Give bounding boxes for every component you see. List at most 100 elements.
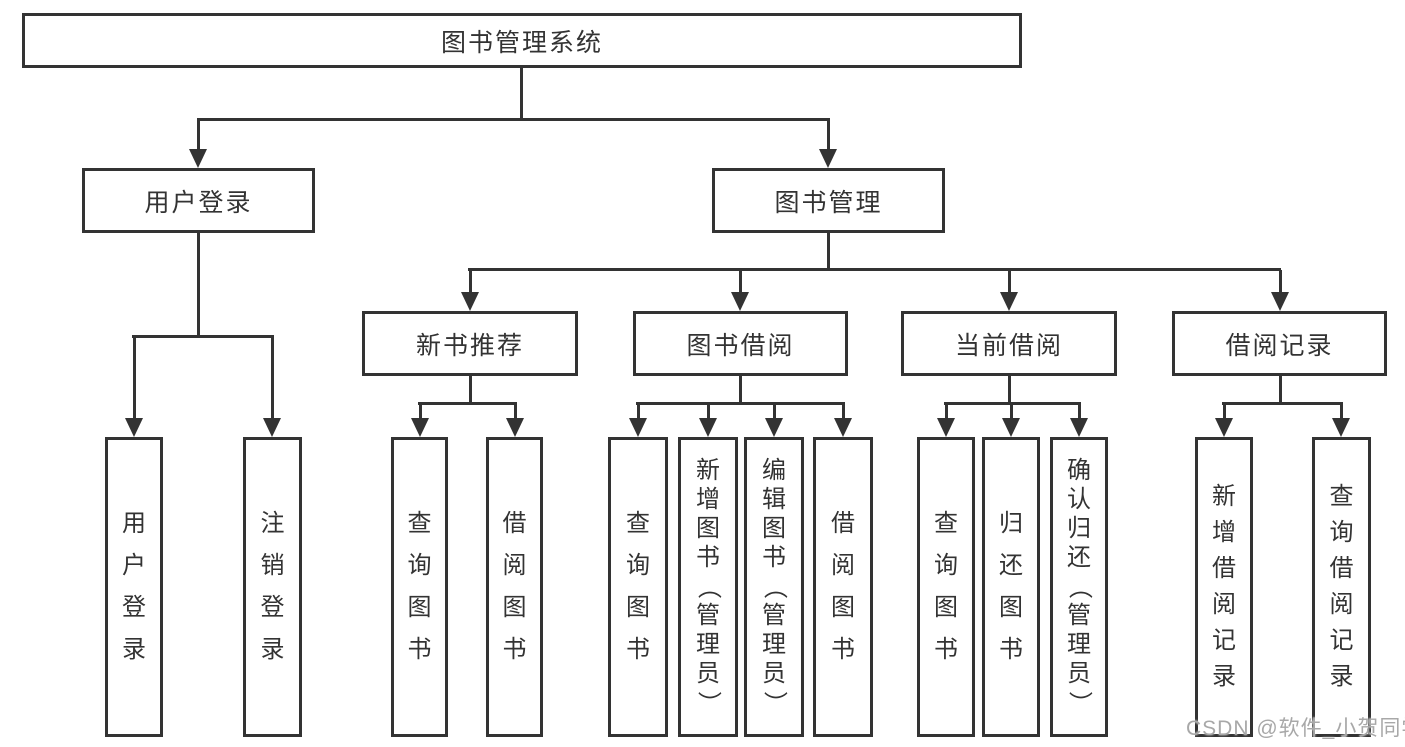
vertical-char: 查 [1329,483,1354,510]
vertical-char: 新 [1212,483,1236,510]
vertical-char: 阅 [1329,591,1354,618]
vertical-char: 查 [934,510,958,537]
vertical-char: 登 [260,594,285,621]
vertical-char: 书 [626,636,650,663]
vertical-char: 归 [1067,515,1091,542]
connector-line [739,376,742,404]
vertical-char: 理 [696,631,720,658]
node-label: 当前借阅 [954,331,1063,360]
vertical-char: 记 [1212,627,1236,654]
connector-line [1222,402,1343,405]
node-user-login: 用户登录 [82,168,315,233]
node-label: 图书管理 [774,188,883,217]
vertical-char: ） [761,691,788,715]
vertical-char: 录 [1212,663,1236,690]
vertical-char: 员 [762,660,786,687]
node-label: 新书推荐 [415,331,524,360]
vertical-char: （ [695,575,722,599]
vertical-char: 录 [122,636,146,663]
vertical-char: 户 [122,552,146,579]
connector-line [827,233,830,270]
vertical-char: 图 [407,594,432,621]
arrowhead-down-icon [411,418,429,437]
connector-line [827,120,830,150]
vertical-char: 增 [696,486,720,513]
connector-line [842,404,845,420]
vertical-char: 录 [260,636,285,663]
vertical-char: 书 [762,544,786,571]
vertical-char: 辑 [762,486,786,513]
vertical-char: 管 [696,602,720,629]
arrowhead-down-icon [1271,292,1289,311]
vertical-char: 图 [696,515,720,542]
vertical-char: 登 [122,594,146,621]
arrowhead-down-icon [125,418,143,437]
connector-line [1340,404,1343,420]
node-book-management: 图书管理 [712,168,945,233]
leaf-add-books-admin: 新增图书（管理员） [678,437,738,737]
leaf-user-login: 用户登录 [105,437,163,737]
vertical-char: 借 [831,510,855,537]
leaf-edit-books-admin: 编辑图书（管理员） [744,437,804,737]
leaf-add-borrow-record: 新增借阅记录 [1195,437,1253,737]
vertical-char: 确 [1067,457,1091,484]
connector-line [468,268,1281,271]
vertical-char: 还 [999,552,1023,579]
vertical-char: 询 [934,552,958,579]
connector-line [271,337,274,419]
leaf-query-borrow-record: 查询借阅记录 [1312,437,1371,737]
arrowhead-down-icon [461,292,479,311]
vertical-char: 书 [502,636,527,663]
vertical-char: 书 [831,636,855,663]
vertical-char: 书 [407,636,432,663]
connector-line [132,335,274,338]
leaf-query-books-borrow: 查询图书 [608,437,668,737]
arrowhead-down-icon [765,418,783,437]
arrowhead-down-icon [263,418,281,437]
connector-line [1279,270,1282,294]
vertical-char: 管 [1067,602,1091,629]
connector-line [418,402,517,405]
vertical-char: 图 [502,594,527,621]
node-new-book-recommend: 新书推荐 [362,311,578,376]
vertical-char: 询 [626,552,650,579]
connector-line [197,233,200,337]
csdn-watermark: CSDN @软件_小贺同学 [1186,717,1405,740]
leaf-borrow-books: 借阅图书 [813,437,873,737]
connector-line [514,404,517,420]
arrowhead-down-icon [189,149,207,168]
leaf-borrow-books-recommend: 借阅图书 [486,437,543,737]
arrowhead-down-icon [1002,418,1020,437]
vertical-char: 录 [1329,663,1354,690]
vertical-char: 询 [1329,519,1354,546]
vertical-char: 借 [502,510,527,537]
connector-line [773,404,776,420]
vertical-char: 注 [260,510,285,537]
vertical-char: 归 [999,510,1023,537]
connector-line [1223,404,1226,420]
leaf-confirm-return-admin: 确认归还（管理员） [1050,437,1108,737]
vertical-char: ） [1066,691,1093,715]
connector-line [944,402,1081,405]
arrowhead-down-icon [834,418,852,437]
connector-line [197,118,830,121]
connector-line [1279,376,1282,404]
vertical-char: 增 [1212,519,1236,546]
connector-line [419,404,422,420]
vertical-char: 查 [626,510,650,537]
arrowhead-down-icon [1332,418,1350,437]
vertical-char: 书 [696,544,720,571]
arrowhead-down-icon [937,418,955,437]
connector-line [1078,404,1081,420]
vertical-char: 还 [1067,544,1091,571]
arrowhead-down-icon [731,292,749,311]
vertical-char: 书 [999,636,1023,663]
node-label: 图书管理系统 [440,28,603,57]
vertical-char: 用 [122,510,146,537]
vertical-char: 借 [1329,555,1354,582]
vertical-char: ） [695,691,722,715]
vertical-char: 图 [762,515,786,542]
leaf-query-books-recommend: 查询图书 [391,437,448,737]
arrowhead-down-icon [1215,418,1233,437]
